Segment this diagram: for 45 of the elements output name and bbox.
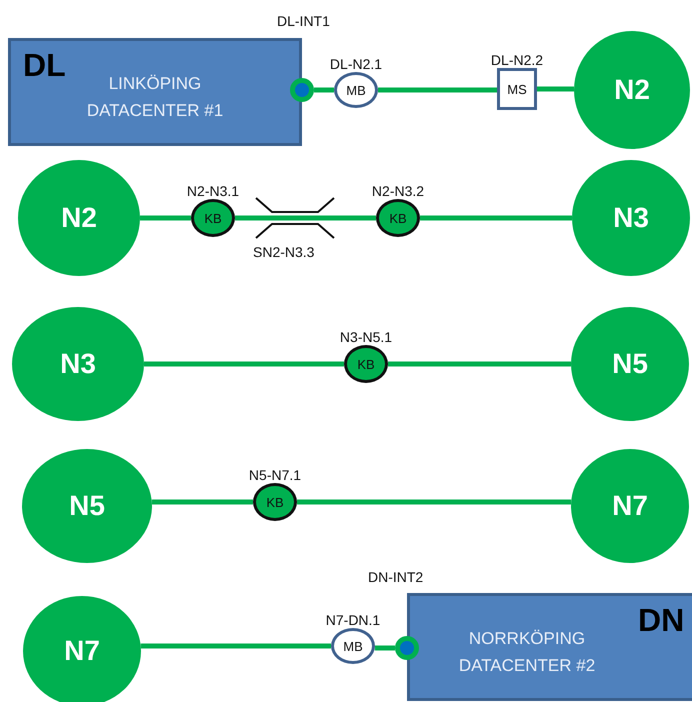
node-label: N3 [613, 202, 649, 234]
cable-line [314, 88, 334, 92]
node-id-label: N2-N3.2 [372, 183, 424, 199]
interface-id-label: DL-INT1 [277, 13, 330, 29]
node-label: KB [357, 356, 375, 372]
node-label: N7 [612, 490, 648, 522]
cable-line [388, 362, 571, 366]
node-label: N2 [614, 74, 650, 106]
node-label: KB [389, 210, 407, 226]
cable-line [537, 86, 574, 92]
cable-line [144, 362, 344, 366]
node-id-label: DL-N2.2 [490, 52, 544, 68]
interface-port [395, 636, 419, 660]
node-label: KB [266, 494, 284, 510]
node-label: N5 [69, 490, 105, 522]
cable-line [374, 646, 395, 650]
cable-line [152, 500, 253, 504]
node-label: MB [346, 82, 366, 98]
interface-id-label: DN-INT2 [368, 569, 424, 585]
node-label: MS [507, 82, 527, 96]
node-label: KB [204, 210, 222, 226]
node-id-label: N3-N5.1 [340, 329, 392, 345]
datacenter-box [407, 593, 692, 701]
node-label: N2 [61, 202, 97, 234]
datacenter-code: DN [638, 602, 684, 639]
cable-line [235, 216, 376, 220]
interface-port [290, 78, 314, 102]
node-label: N3 [60, 348, 96, 380]
cable-line [140, 644, 331, 648]
node-id-label: N7-DN.1 [326, 612, 380, 628]
node-label: N5 [612, 348, 648, 380]
node-id-label: N5-N7.1 [248, 467, 302, 483]
node-label: N7 [64, 635, 100, 667]
node-id-label: N2-N3.1 [186, 183, 240, 199]
node-label: MB [343, 638, 363, 654]
datacenter-code: DL [23, 47, 66, 84]
cable-line [420, 216, 572, 220]
datacenter-box [8, 38, 302, 146]
cable-line [140, 216, 191, 220]
node-id-label: DL-N2.1 [330, 56, 382, 72]
datacenter-name: NORRKÖPING DATACENTER #2 [458, 628, 596, 677]
datacenter-name: LINKÖPING DATACENTER #1 [86, 73, 224, 122]
cable-line [378, 88, 497, 92]
cable-line [297, 500, 572, 504]
bridge-id-label: SN2-N3.3 [253, 244, 314, 260]
